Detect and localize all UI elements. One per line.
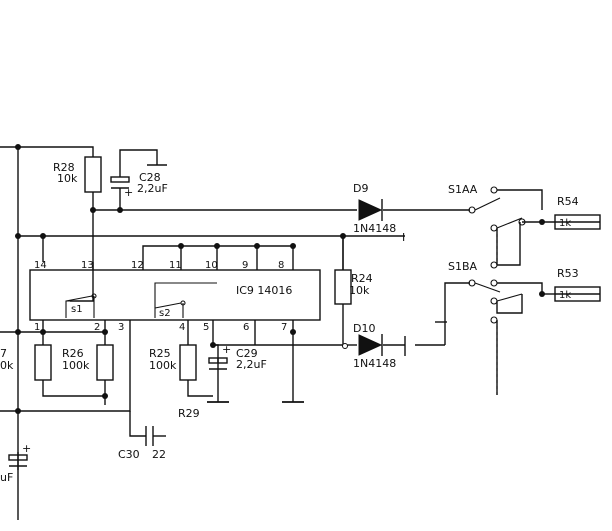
r27-value: 0k: [0, 359, 14, 372]
d10-ref: D10: [353, 322, 375, 335]
r25-value: 100k: [149, 359, 177, 372]
r53-ref: R53: [557, 267, 579, 280]
diode-d10: D10 1N4148: [342, 322, 396, 370]
capacitor-left: + uF: [0, 442, 31, 484]
capacitor-c28: + C28 2,2uF: [110, 171, 168, 199]
diode-d9: D9 1N4148: [353, 182, 396, 235]
ic9-pin-2: 2: [94, 322, 100, 333]
ic9-pin-8: 8: [278, 260, 284, 271]
s1aa-ref: S1AA: [448, 183, 478, 196]
wiring: [0, 146, 600, 520]
ic9-pin-6: 6: [243, 322, 249, 333]
ic9-pin-1: 1: [34, 322, 40, 333]
r54-value: 1k: [559, 218, 571, 229]
ground-symbols: [147, 164, 304, 403]
ic9-pin-10: 10: [205, 260, 218, 271]
r26-ref: R26: [62, 347, 84, 360]
r28-value: 10k: [57, 172, 78, 185]
ic9-pin-12: 12: [131, 260, 144, 271]
resistor-r24: R24 10k: [334, 269, 373, 305]
resistor-r27: 7 0k: [0, 344, 52, 381]
c30-value: 22: [152, 448, 166, 461]
ic-switch-s1: s1: [65, 293, 97, 318]
resistor-r26: R26 100k: [62, 344, 114, 381]
ic9: IC9 14016 14 13 12 11 10 9 8 1 2 3 4 5 6…: [29, 260, 321, 333]
d9-part: 1N4148: [353, 222, 396, 235]
ic9-pin-7: 7: [281, 322, 287, 333]
c29-ref: C29: [236, 347, 258, 360]
resistor-r54: R54 1k: [554, 195, 601, 230]
ic-switch-s2: s2: [154, 282, 217, 319]
d9-ref: D9: [353, 182, 368, 195]
ic9-pin-11: 11: [169, 260, 182, 271]
ic9-pin-4: 4: [179, 322, 185, 333]
ic-switch-s1-label: s1: [71, 304, 83, 315]
rail-mark: I: [402, 231, 405, 244]
ic9-pin-3: 3: [118, 322, 124, 333]
r29-ref: R29: [178, 407, 200, 420]
resistor-r28: R28 10k: [53, 156, 102, 193]
c28-polarity: +: [124, 186, 133, 199]
capacitor-c29: + C29 2,2uF: [208, 343, 267, 371]
c30-ref: C30: [118, 448, 140, 461]
switch-s1ba: S1BA: [448, 260, 523, 395]
r54-ref: R54: [557, 195, 579, 208]
resistor-r53: R53 1k: [554, 267, 601, 302]
ic9-label: IC9 14016: [236, 284, 292, 297]
r24-value: 10k: [349, 284, 370, 297]
resistor-r25: R25 100k: [149, 344, 197, 381]
c29-value: 2,2uF: [236, 358, 267, 371]
c-left-polarity: +: [22, 442, 31, 455]
c28-value: 2,2uF: [137, 182, 168, 195]
ic9-pin-5: 5: [203, 322, 209, 333]
switch-s1aa: S1AA: [448, 183, 526, 269]
capacitor-c30: C30 22: [118, 426, 166, 461]
r28-ref: R28: [53, 161, 75, 174]
resistor-r29-label: R29: [178, 407, 200, 420]
ic9-pin-9: 9: [242, 260, 248, 271]
r27-ref: 7: [0, 347, 7, 360]
d10-part: 1N4148: [353, 357, 396, 370]
c29-polarity: +: [222, 343, 231, 356]
s1ba-ref: S1BA: [448, 260, 478, 273]
ic9-pin-14: 14: [34, 260, 47, 271]
c-left-value: uF: [0, 471, 13, 484]
c28-ref: C28: [139, 171, 161, 184]
r25-ref: R25: [149, 347, 171, 360]
r53-value: 1k: [559, 290, 571, 301]
ic9-pin-13: 13: [81, 260, 94, 271]
r24-ref: R24: [351, 272, 373, 285]
ic-switch-s2-label: s2: [159, 308, 171, 319]
r26-value: 100k: [62, 359, 90, 372]
junction-dots: [15, 144, 545, 414]
